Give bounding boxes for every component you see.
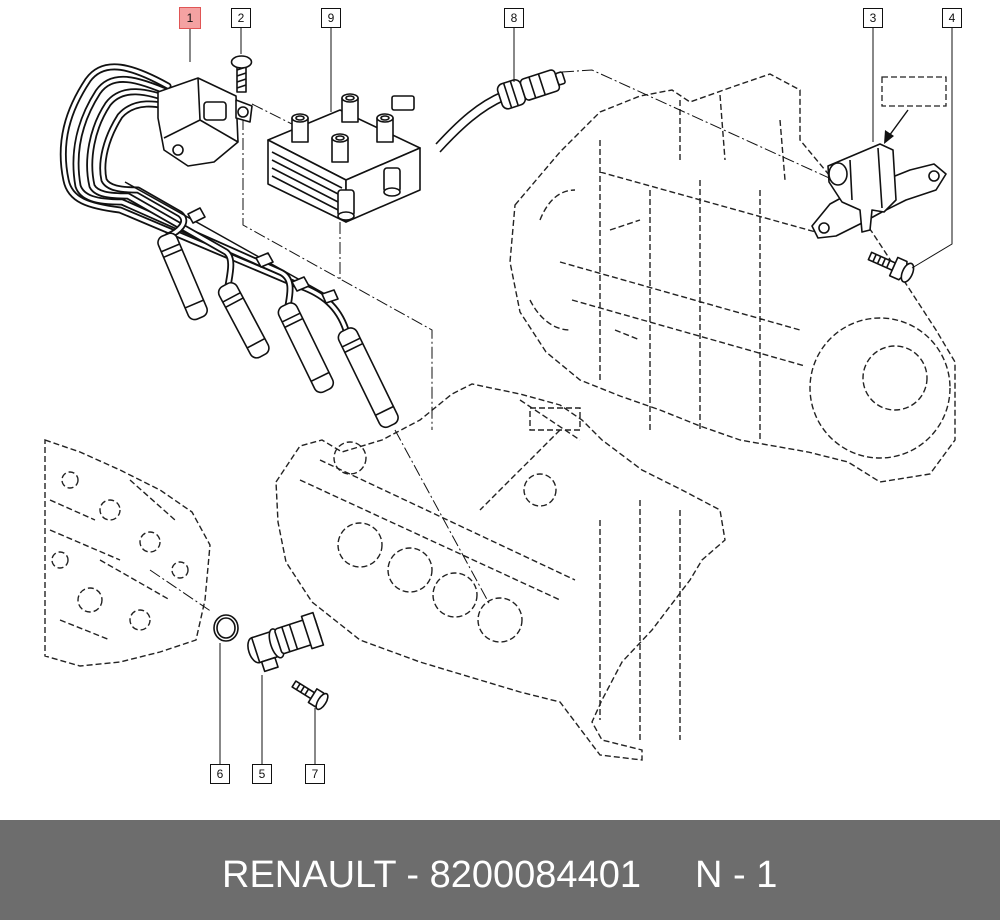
callout-5[interactable]: 5 <box>252 764 272 784</box>
bolt-7-drawing <box>291 680 329 711</box>
washer-drawing <box>237 106 249 118</box>
bolt-4-drawing <box>867 251 915 283</box>
part-reference: RENAULT - 8200084401 <box>222 854 641 896</box>
coil-connector <box>391 95 415 111</box>
exploded-view-drawing <box>44 28 956 764</box>
ignition-lead-set-drawing <box>59 63 399 429</box>
coil-module <box>157 77 253 167</box>
bolt-2-drawing <box>230 55 253 93</box>
callout-9[interactable]: 9 <box>321 8 341 28</box>
ignition-coil-9-drawing <box>267 93 421 223</box>
gearbox-outline <box>509 73 956 483</box>
connector-8-drawing <box>435 69 566 153</box>
cylinder-head-outline <box>275 383 726 761</box>
spark-plug-boot-1 <box>157 232 208 321</box>
callout-3[interactable]: 3 <box>863 8 883 28</box>
coil-tower <box>291 113 309 143</box>
footer-bar: RENAULT - 8200084401 N - 1 <box>0 820 1000 920</box>
callout-2[interactable]: 2 <box>231 8 251 28</box>
quantity-label: N - 1 <box>695 854 778 896</box>
callout-4[interactable]: 4 <box>942 8 962 28</box>
o-ring-6-drawing <box>213 614 239 642</box>
engine-block-outline <box>44 439 211 667</box>
reference-frame-dashed <box>881 76 947 107</box>
callout-leader-lines <box>189 28 953 764</box>
sensor-5-drawing <box>247 611 325 673</box>
callout-6[interactable]: 6 <box>210 764 230 784</box>
coil-tower <box>376 113 394 143</box>
callout-7[interactable]: 7 <box>305 764 325 784</box>
pointer-arrow <box>884 109 909 144</box>
coil-tower <box>331 133 349 163</box>
spark-plug-boot-2 <box>217 281 270 359</box>
leader-4 <box>911 28 953 269</box>
position-lines <box>149 69 839 613</box>
lead-clips <box>187 207 339 304</box>
spark-plug-boot-3 <box>277 302 335 394</box>
coil-tower <box>341 93 359 123</box>
callout-8[interactable]: 8 <box>504 8 524 28</box>
callout-1[interactable]: 1 <box>179 7 201 29</box>
spark-plug-boot-4 <box>337 327 399 429</box>
parts-diagram-area: 1 2 9 8 3 4 6 5 7 <box>44 7 962 784</box>
sensor-3-drawing <box>811 143 947 239</box>
coil-outlet <box>337 189 355 221</box>
coil-outlet <box>383 167 401 197</box>
